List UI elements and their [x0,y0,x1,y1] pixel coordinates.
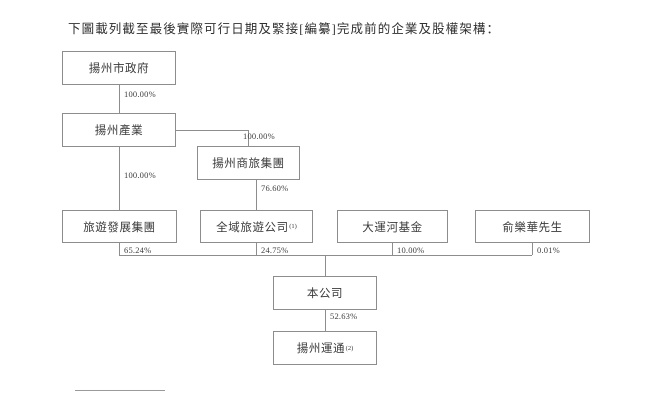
node-yangzhou-yuntong[interactable]: 揚州運通(2) [273,331,377,365]
percent-mryu-to-company: 0.01% [537,245,560,255]
percent-tourismdev-to-company: 65.24% [124,245,152,255]
node-mr-yu-lehua[interactable]: 俞樂華先生 [475,210,590,243]
node-label: 俞樂華先生 [502,221,563,234]
connector-industry-to-businesstravel-vertical [248,130,249,146]
intro-paragraph: 下圖載列截至最後實際可行日期及緊接[編纂]完成前的企業及股權架構： [68,21,501,36]
connector-industry-to-tourismdev [119,147,120,210]
connector-gov-to-industry [119,85,120,113]
node-label: 本公司 [306,288,344,300]
connector-grandcanal-drop [392,243,393,255]
connector-quanyu-drop [256,243,257,255]
node-label: 揚州商旅集團 [212,158,285,170]
connector-mryu-drop [532,243,533,255]
percent-gov-to-industry: 100.00% [124,89,156,99]
percent-quanyu-to-company: 24.75% [261,245,289,255]
connector-industry-to-businesstravel-horizontal [176,130,249,131]
percent-industry-to-businesstravel: 100.00% [243,131,275,141]
percent-grandcanal-to-company: 10.00% [397,245,425,255]
node-business-travel-group[interactable]: 揚州商旅集團 [197,146,300,180]
node-label: 揚州市政府 [88,63,150,75]
percent-company-to-yuntong: 52.63% [330,311,358,321]
node-label: 揚州運通 [296,343,346,355]
footnote-divider [75,390,165,391]
node-yangzhou-industry[interactable]: 揚州產業 [62,113,176,147]
node-label: 全域旅遊公司 [216,221,289,234]
footnote-marker-1: (1) [289,223,297,230]
node-yangzhou-municipal-government[interactable]: 揚州市政府 [62,51,176,85]
connector-bus-to-company [325,255,326,276]
connector-tourismdev-drop [119,243,120,255]
node-label: 大運河基金 [362,221,423,234]
node-tourism-development-group[interactable]: 旅遊發展集團 [62,210,177,243]
node-quanyu-tourism-company[interactable]: 全域旅遊公司(1) [200,210,313,243]
connector-company-to-yuntong [325,310,326,331]
percent-businesstravel-to-quanyu: 76.60% [261,183,289,193]
percent-industry-to-tourismdev: 100.00% [124,170,156,180]
node-the-company[interactable]: 本公司 [273,276,377,310]
connector-businesstravel-to-quanyu [256,180,257,210]
node-label: 揚州產業 [94,125,144,137]
node-label: 旅遊發展集團 [83,221,156,234]
node-grand-canal-fund[interactable]: 大運河基金 [337,210,448,243]
footnote-marker-2: (2) [345,344,354,352]
